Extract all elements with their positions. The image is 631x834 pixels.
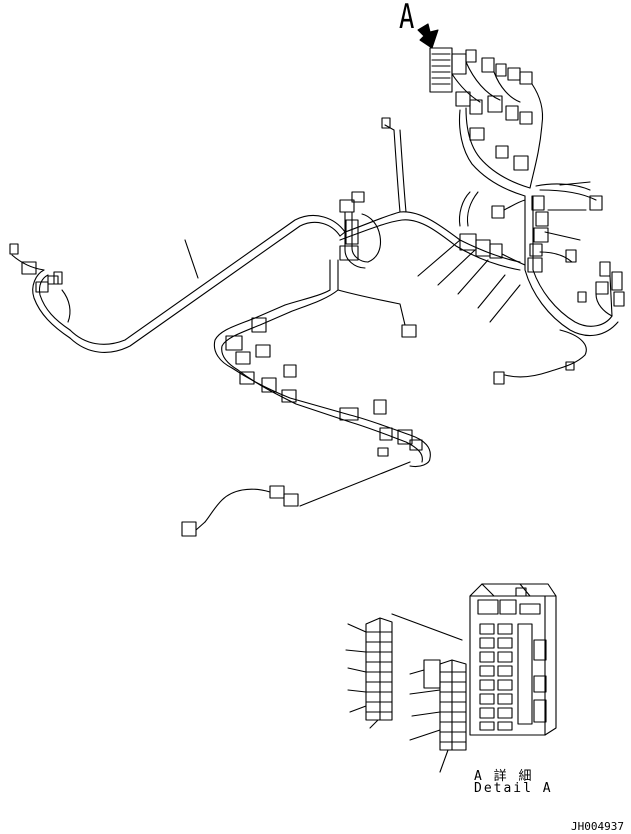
fuse-slots-left — [479, 623, 495, 731]
detail-title-english: Detail A — [474, 781, 553, 796]
view-arrow-a — [417, 23, 439, 49]
left-end-harness — [9, 243, 71, 339]
top-right-harness-cluster — [429, 47, 603, 211]
exploded-fuse-stack-left — [365, 613, 463, 721]
lower-harness-loop — [181, 304, 431, 537]
view-marker-label: A — [399, 0, 415, 37]
main-trunk-harness — [69, 129, 521, 353]
detail-a-illustration — [345, 583, 557, 773]
vertical-connector-column — [458, 191, 625, 385]
drawing-code: JH004937 — [571, 820, 624, 833]
center-connector-cluster — [284, 117, 417, 338]
exploded-fuse-stack-right — [423, 659, 467, 751]
detail-title-japanese: A 詳 細 — [474, 769, 534, 784]
leader-lines-main — [184, 181, 591, 323]
fuse-slots-right — [497, 623, 513, 731]
